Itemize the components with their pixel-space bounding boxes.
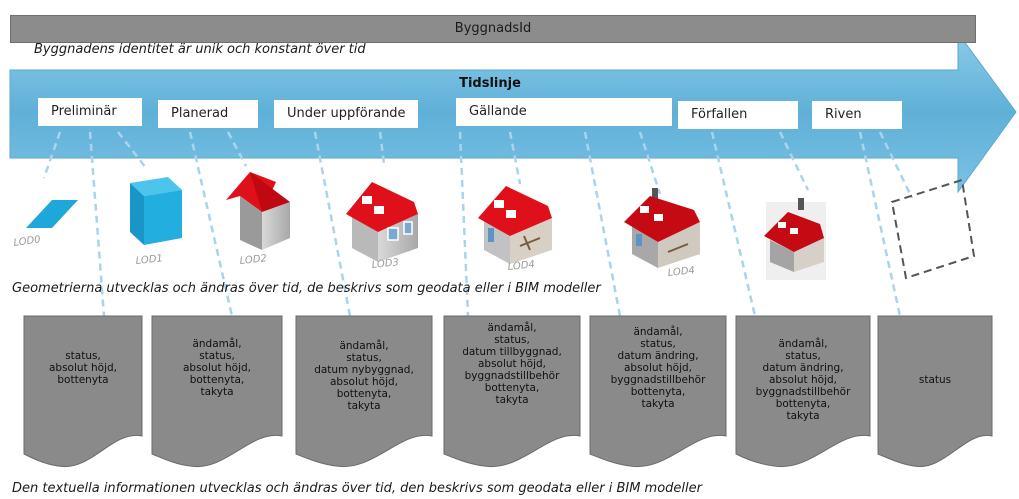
lod2-model (226, 172, 290, 250)
document-text-1: status, absolut höjd, bottenyta (24, 350, 142, 386)
doc-line: bottenyta, (189, 374, 245, 386)
phase-planerad: Planerad (158, 100, 258, 128)
lod-label-1: LOD1 (135, 253, 163, 267)
doc-line: status (918, 374, 952, 386)
phase-under-uppforande: Under uppförande (274, 100, 418, 128)
document-shape-6 (735, 315, 871, 468)
phase-riven: Riven (812, 101, 902, 129)
doc-line: ändamål, (633, 326, 683, 338)
doc-line: status, (785, 350, 821, 362)
doc-line: absolut höjd, (182, 362, 252, 374)
doc-line: bottenyta, (336, 388, 392, 400)
building-id-bar: ByggnadsId (10, 15, 976, 43)
doc-line: status, (65, 350, 101, 362)
doc-line: ändamål, (487, 322, 537, 334)
document-shape-3 (295, 315, 433, 468)
doc-line: absolut höjd, (768, 374, 838, 386)
doc-line: absolut höjd, (477, 358, 547, 370)
lod-label-4: LOD4 (507, 259, 535, 273)
lod-label-2: LOD2 (239, 253, 267, 267)
phase-forfallen: Förfallen (678, 101, 798, 129)
lod1-model (130, 177, 182, 245)
document-shape-7 (877, 315, 993, 468)
doc-line: byggnadstillbehör (610, 374, 706, 386)
document-shape-1 (23, 315, 143, 468)
document-shape-5 (589, 315, 727, 468)
lod0-model (26, 200, 78, 228)
doc-line: absolut höjd, (48, 362, 118, 374)
doc-line: absolut höjd, (329, 376, 399, 388)
document-text-6: ändamål, status, datum ändring, absolut … (736, 338, 870, 422)
lod-label-5: LOD4 (667, 265, 695, 279)
document-shapes (23, 315, 993, 468)
lod-label-3: LOD3 (371, 257, 399, 271)
lod4-model-1 (478, 186, 552, 264)
lod-label-0: LOD0 (13, 234, 41, 249)
document-text-4: ändamål, status, datum tillbyggnad, abso… (444, 322, 580, 406)
doc-line: takyta (347, 400, 381, 412)
doc-line: ändamål, (192, 338, 242, 350)
demolished-outline (890, 178, 976, 280)
document-shape-4 (443, 315, 581, 468)
connector-lines (42, 131, 914, 317)
doc-line: datum nybyggnad, (314, 364, 414, 376)
lod4-model-2 (624, 188, 700, 268)
doc-line: byggnadstillbehör (755, 386, 851, 398)
doc-line: takyta (495, 394, 529, 406)
timeline-title: Tidslinje (459, 76, 521, 91)
doc-line: bottenyta, (630, 386, 686, 398)
document-text-3: ändamål, status, datum nybyggnad, absolu… (296, 340, 432, 412)
doc-line: takyta (641, 398, 675, 410)
doc-line: bottenyta (57, 374, 109, 386)
lod3-model (346, 182, 418, 262)
doc-line: absolut höjd, (623, 362, 693, 374)
text-caption: Den textuella informationen utvecklas oc… (12, 481, 702, 496)
document-text-5: ändamål, status, datum ändring, absolut … (590, 326, 726, 410)
geometry-caption: Geometrierna utvecklas och ändras över t… (12, 281, 601, 296)
doc-line: byggnadstillbehör (464, 370, 560, 382)
doc-line: status, (640, 338, 676, 350)
phase-gallande: Gällande (456, 98, 672, 126)
decayed-house-model (764, 198, 826, 280)
phase-preliminar: Preliminär (38, 98, 142, 126)
doc-line: takyta (200, 386, 234, 398)
doc-line: bottenyta, (484, 382, 540, 394)
doc-line: bottenyta, (775, 398, 831, 410)
doc-line: takyta (786, 410, 820, 422)
document-text-7: status (878, 374, 992, 386)
doc-line: status, (199, 350, 235, 362)
doc-line: status, (346, 352, 382, 364)
document-shape-2 (151, 315, 283, 468)
document-text-2: ändamål, status, absolut höjd, bottenyta… (152, 338, 282, 398)
identity-caption: Byggnadens identitet är unik och konstan… (34, 42, 366, 57)
doc-line: ändamål, (778, 338, 828, 350)
doc-line: datum tillbyggnad, (462, 346, 562, 358)
doc-line: ändamål, (339, 340, 389, 352)
doc-line: datum ändring, (617, 350, 699, 362)
doc-line: datum ändring, (762, 362, 844, 374)
doc-line: status, (494, 334, 530, 346)
